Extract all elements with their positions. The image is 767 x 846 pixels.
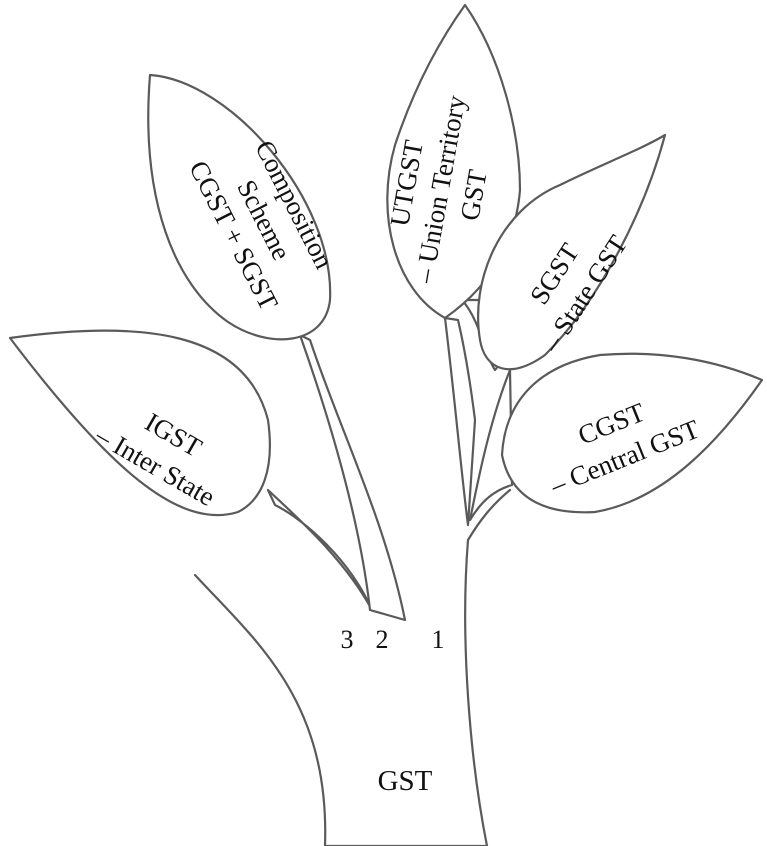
stem-cgst (468, 368, 514, 522)
trunk-label: GST (378, 765, 433, 797)
trunk (193, 488, 512, 846)
leaf-utgst (386, 3, 522, 320)
leaf-igst (8, 329, 271, 517)
leaf-sgst (477, 133, 667, 371)
leaf-cgst (500, 352, 764, 514)
leaf-composition (147, 73, 332, 341)
branch-number-3: 3 (341, 625, 354, 654)
branch-number-1: 1 (432, 625, 445, 654)
stem-composition (298, 333, 407, 622)
branch-number-2: 2 (376, 625, 389, 654)
stem-utgst (443, 316, 477, 527)
